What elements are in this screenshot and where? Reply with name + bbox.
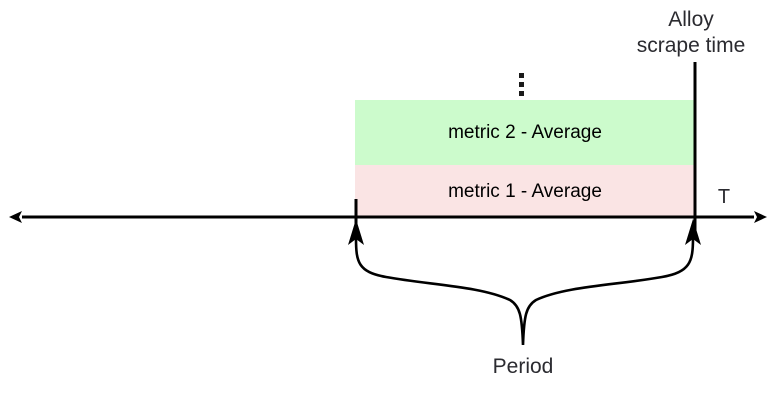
alloy-scrape-time-label-line1: Alloy [668,8,714,31]
period-brace [354,237,695,346]
alloy-scrape-time-label-line2: scrape time [637,34,746,57]
period-start-arrowhead [348,219,364,245]
band-rect-metric-1 [355,165,695,217]
band-label-metric-1: metric 1 - Average [448,181,602,202]
period-label: Period [493,355,554,378]
band-label-metric-2: metric 2 - Average [448,122,602,143]
axis-name-label: T [718,186,730,208]
band-rect-metric-2 [355,100,695,165]
vertical-ellipsis-icon [519,73,524,96]
period-end-arrowhead [685,219,701,245]
